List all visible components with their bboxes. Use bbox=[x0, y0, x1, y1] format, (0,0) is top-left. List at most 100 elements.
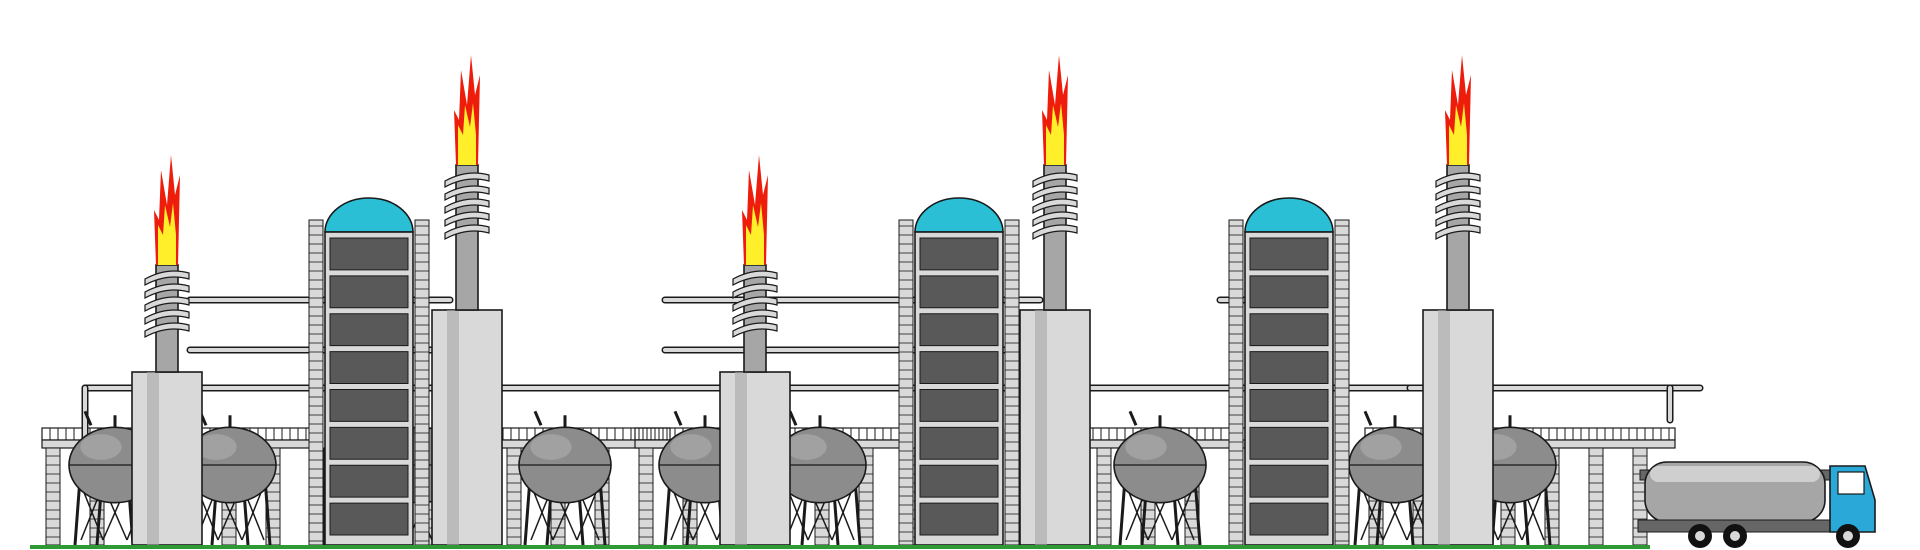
stack-coil bbox=[144, 309, 190, 326]
column-panel bbox=[919, 351, 999, 384]
column-panel bbox=[1249, 426, 1329, 460]
stack-base bbox=[719, 371, 791, 546]
stack-coil bbox=[1435, 172, 1481, 189]
platform-leg bbox=[638, 447, 654, 546]
tanker-truck bbox=[1637, 461, 1876, 548]
tank-valve bbox=[1363, 410, 1373, 426]
tank-valve bbox=[788, 410, 798, 426]
tank-highlight bbox=[785, 434, 827, 460]
stack-coil bbox=[1435, 185, 1481, 202]
stack-coil bbox=[444, 172, 490, 189]
stack-base bbox=[431, 309, 503, 546]
tank-valve bbox=[1128, 410, 1138, 426]
distillation-column bbox=[898, 197, 1020, 546]
column-panel bbox=[1249, 237, 1329, 271]
tank-highlight bbox=[195, 434, 237, 460]
column-panel bbox=[329, 426, 409, 460]
truck-hub bbox=[1730, 531, 1740, 541]
truck-hub bbox=[1843, 531, 1853, 541]
stack-coil bbox=[1032, 172, 1078, 189]
truck-hub bbox=[1695, 531, 1705, 541]
column-panel bbox=[919, 313, 999, 347]
column-panel bbox=[919, 502, 999, 536]
stack-base-shade bbox=[1438, 310, 1450, 545]
tank-highlight bbox=[80, 434, 122, 460]
column-panel bbox=[329, 502, 409, 536]
stack-coil bbox=[1032, 198, 1078, 215]
flare-stack bbox=[1422, 55, 1494, 546]
stack-coil bbox=[732, 322, 778, 339]
platform-leg bbox=[45, 447, 61, 546]
flame-core bbox=[158, 203, 176, 265]
column-dome bbox=[914, 197, 1004, 233]
spherical-tank bbox=[518, 410, 612, 546]
stack-coil bbox=[144, 296, 190, 313]
column-panel bbox=[329, 313, 409, 347]
stack-coil bbox=[144, 283, 190, 300]
flame-core bbox=[746, 203, 764, 265]
stack-coil bbox=[732, 309, 778, 326]
flare-stack bbox=[131, 155, 203, 546]
column-panel bbox=[919, 464, 999, 498]
ground-strip bbox=[30, 545, 1650, 549]
column-dome bbox=[324, 197, 414, 233]
stack-coil bbox=[1435, 211, 1481, 228]
spherical-tank bbox=[1113, 410, 1207, 546]
tank-highlight bbox=[670, 434, 712, 460]
column-panel bbox=[919, 275, 999, 309]
tank-valve bbox=[533, 410, 543, 426]
stack-coil bbox=[732, 296, 778, 313]
column-panel bbox=[919, 389, 999, 422]
tank-highlight bbox=[530, 434, 572, 460]
stack-coil bbox=[1435, 224, 1481, 241]
stack-base-shade bbox=[1035, 310, 1047, 545]
stack-coil bbox=[144, 270, 190, 287]
tank-valve bbox=[673, 410, 683, 426]
column-panel bbox=[919, 237, 999, 271]
column-panel bbox=[1249, 313, 1329, 347]
stack-base bbox=[1019, 309, 1091, 546]
column-panel bbox=[1249, 464, 1329, 498]
column-panel bbox=[919, 426, 999, 460]
column-panel bbox=[1249, 389, 1329, 422]
column-panel bbox=[1249, 502, 1329, 536]
flare-stacks-layer bbox=[131, 55, 1494, 546]
platform-leg bbox=[1096, 447, 1112, 546]
stack-coil bbox=[144, 322, 190, 339]
column-panel bbox=[329, 351, 409, 384]
stack-base-shade bbox=[147, 372, 159, 545]
stack-base-shade bbox=[735, 372, 747, 545]
stack-coil bbox=[1435, 198, 1481, 215]
stack-base bbox=[1422, 309, 1494, 546]
stack-base bbox=[131, 371, 203, 546]
stack-base-shade bbox=[447, 310, 459, 545]
flare-stack bbox=[1019, 55, 1091, 546]
platform-leg bbox=[1588, 447, 1604, 546]
column-dome bbox=[1244, 197, 1334, 233]
column-panel bbox=[329, 464, 409, 498]
flame-core bbox=[458, 103, 476, 165]
column-panel bbox=[1249, 351, 1329, 384]
column-panel bbox=[329, 389, 409, 422]
distillation-column bbox=[1228, 197, 1350, 546]
column-panel bbox=[329, 237, 409, 271]
stack-coil bbox=[444, 185, 490, 202]
flame-core bbox=[1046, 103, 1064, 165]
stack-coil bbox=[1032, 211, 1078, 228]
stack-coil bbox=[732, 270, 778, 287]
tanker-truck-layer bbox=[1637, 461, 1876, 548]
column-panel bbox=[1249, 275, 1329, 309]
stack-coil bbox=[1032, 185, 1078, 202]
stack-coil bbox=[444, 224, 490, 241]
tank-valve bbox=[83, 410, 93, 426]
ground-layer bbox=[30, 545, 1650, 549]
truck-tank-highlight bbox=[1650, 466, 1820, 482]
flame-core bbox=[1449, 103, 1467, 165]
distillation-column bbox=[308, 197, 430, 546]
stack-coil bbox=[1032, 224, 1078, 241]
column-panel bbox=[329, 275, 409, 309]
stack-coil bbox=[444, 198, 490, 215]
stack-coil bbox=[732, 283, 778, 300]
tank-highlight bbox=[1360, 434, 1402, 460]
